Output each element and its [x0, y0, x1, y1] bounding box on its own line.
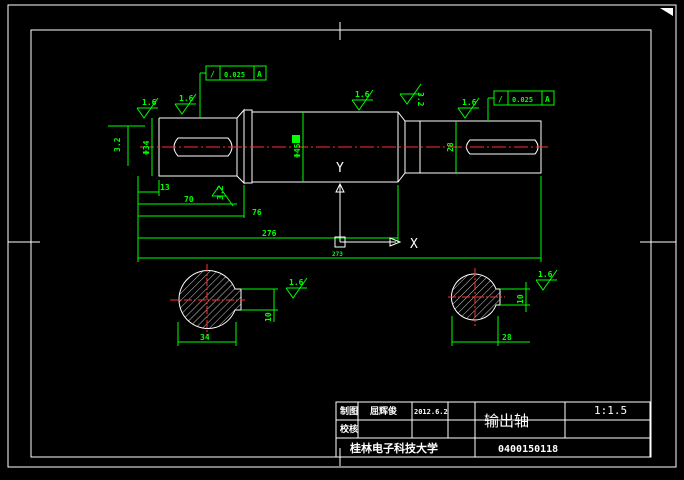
ucs-axes [334, 182, 402, 248]
tb-designer: 屈辉俊 [370, 405, 397, 417]
tb-drawing-number: 0400150118 [498, 444, 558, 455]
tb-scale: 1:1.5 [594, 404, 627, 417]
length-dimensions [137, 176, 542, 262]
tb-date: 2012.6.2 [414, 408, 448, 416]
dim-70: 70 [184, 195, 194, 204]
tol-right-datum: A [545, 95, 550, 104]
rough-section-left: 1.6 [289, 278, 304, 287]
section-right-keyway: 10 [516, 294, 525, 304]
section-left-keyway: 10 [264, 312, 273, 322]
diameter-dimensions [108, 112, 457, 182]
dim-276: 276 [262, 229, 277, 238]
dim-middle-diameter: Φ45 [293, 143, 302, 158]
tol-left-symbol: / [210, 70, 215, 79]
title-block [335, 401, 651, 458]
rough-center: 1.6 [355, 90, 370, 99]
shaft-outline [158, 108, 542, 185]
section-right-width: 28 [502, 333, 512, 342]
rough-section-right: 1.6 [538, 270, 553, 279]
tb-designer-label: 制图 [340, 405, 358, 417]
tolerance-frame-left [199, 65, 267, 118]
tol-left-datum: A [257, 70, 262, 79]
sheet-outer-border [7, 4, 677, 468]
section-left [170, 264, 278, 346]
rough-right-upper: 3.2 [416, 92, 425, 107]
sheet-inner-border [30, 29, 652, 458]
tolerance-frame-right [487, 90, 555, 121]
green-marker [292, 135, 300, 143]
axis-y-label: Y [336, 161, 344, 176]
tb-checker-label: 校核 [340, 423, 358, 435]
dim-left-chamfer: 3.2 [113, 137, 122, 152]
rough-left-lower: 3.2 [216, 185, 225, 200]
tol-right-symbol: / [498, 95, 503, 104]
dim-13: 13 [160, 183, 170, 192]
rough-right: 1.6 [462, 98, 477, 107]
corner-marker [660, 8, 673, 16]
section-left-width: 34 [200, 333, 210, 342]
dim-left-diameter: Φ34 [142, 140, 151, 155]
dim-273: 273 [332, 251, 343, 258]
tol-right-value: 0.025 [512, 96, 533, 104]
dim-right-diameter: 28 [446, 142, 455, 152]
tol-left-value: 0.025 [224, 71, 245, 79]
dim-76: 76 [252, 208, 262, 217]
axis-x-label: X [410, 237, 418, 252]
roughness-symbols [136, 83, 558, 299]
rough-left-1: 1.6 [142, 98, 157, 107]
section-right [448, 268, 530, 346]
tb-school: 桂林电子科技大学 [349, 441, 438, 455]
rough-left-2: 1.6 [179, 94, 194, 103]
tb-part-name: 输出轴 [484, 412, 529, 430]
